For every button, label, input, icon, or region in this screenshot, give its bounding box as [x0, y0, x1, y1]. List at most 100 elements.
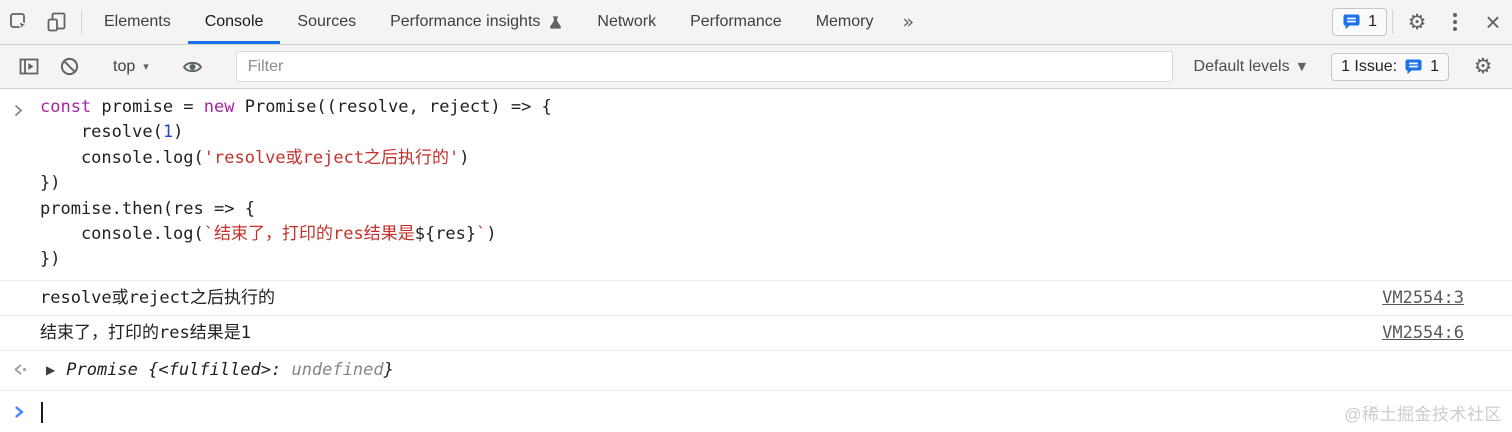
- code-token: {: [148, 359, 159, 380]
- console-settings-button[interactable]: ⚙: [1464, 56, 1502, 77]
- console-message-row: resolve或reject之后执行的 VM2554:3: [0, 281, 1512, 316]
- javascript-context-dropdown[interactable]: top ▾: [103, 58, 159, 76]
- code-token: undefined: [291, 359, 384, 380]
- close-devtools-button[interactable]: ×: [1474, 0, 1512, 44]
- more-tabs-button[interactable]: »: [890, 0, 926, 44]
- result-object-preview[interactable]: Promise {<fulfilled>: undefined}: [66, 358, 394, 382]
- tab-label: Memory: [815, 13, 874, 30]
- code-token: }): [40, 249, 61, 270]
- prompt-chevron-icon: [14, 405, 24, 419]
- eye-icon: [183, 61, 203, 72]
- clear-icon: [60, 57, 78, 76]
- flask-icon: [550, 15, 562, 29]
- source-location-link[interactable]: VM2554:6: [1382, 322, 1464, 343]
- filter-input[interactable]: [235, 51, 1173, 82]
- tab-network[interactable]: Network: [580, 0, 673, 44]
- input-echo-gutter: [0, 95, 40, 273]
- spacer: [926, 0, 1332, 44]
- chevron-right-icon: [14, 104, 23, 117]
- console-input-echo: const promise = new Promise((resolve, re…: [0, 89, 1512, 281]
- expand-triangle-icon[interactable]: ▶: [46, 362, 56, 377]
- devtools-tab-bar: Elements Console Sources Performance insigh…: [0, 0, 1512, 45]
- code-line: const promise = new Promise((resolve, re…: [40, 95, 552, 120]
- messages-count: 1: [1368, 13, 1377, 30]
- text-cursor: [41, 401, 43, 423]
- code-line: console.log(`结束了，打印的res结果是${res}`): [40, 222, 552, 247]
- toggle-device-toolbar-button[interactable]: [38, 0, 76, 44]
- code-token: console.log(: [40, 147, 204, 168]
- tab-console[interactable]: Console: [187, 0, 281, 44]
- tab-memory[interactable]: Memory: [799, 0, 891, 44]
- code-line: resolve(1): [40, 120, 552, 145]
- tab-label: Console: [204, 13, 264, 30]
- clear-console-button[interactable]: [50, 56, 88, 77]
- code-token: ): [173, 122, 184, 143]
- close-icon: ×: [1485, 7, 1501, 37]
- kebab-menu-icon: [1453, 13, 1457, 31]
- context-label: top: [113, 57, 136, 75]
- inspect-cursor-icon: [10, 13, 30, 33]
- divider: [81, 10, 82, 34]
- echoed-code: const promise = new Promise((resolve, re…: [40, 95, 552, 273]
- tab-label: Performance: [690, 13, 782, 30]
- code-token: promise.then(res => {: [40, 198, 255, 219]
- code-line: console.log('resolve或reject之后执行的'): [40, 146, 552, 171]
- code-token: ): [486, 224, 497, 245]
- tab-label: Network: [597, 13, 657, 30]
- code-token: Promise((resolve, reject) => {: [234, 97, 552, 117]
- console-log-area: const promise = new Promise((resolve, re…: [0, 89, 1512, 432]
- device-toolbar-icon: [47, 12, 66, 32]
- console-messages-badge-button[interactable]: 1: [1332, 8, 1387, 36]
- create-live-expression-button[interactable]: [174, 57, 212, 77]
- chat-bubble-icon: [1343, 14, 1360, 30]
- code-token: const: [40, 97, 92, 117]
- code-token: :: [270, 359, 292, 380]
- more-tabs-icon: »: [902, 11, 915, 33]
- return-value-icon: [12, 363, 29, 376]
- tab-performance-insights[interactable]: Performance insights: [373, 0, 580, 44]
- code-token: promise =: [91, 97, 204, 117]
- code-token: console.log(: [40, 224, 204, 245]
- issues-button[interactable]: 1 Issue: 1: [1331, 52, 1449, 81]
- code-token: ${res}: [414, 224, 477, 245]
- settings-button[interactable]: ⚙: [1398, 0, 1436, 44]
- divider: [1392, 10, 1393, 34]
- issues-count: 1: [1430, 57, 1439, 75]
- tab-strip: Elements Console Sources Performance insigh…: [87, 0, 890, 44]
- more-options-button[interactable]: [1436, 0, 1474, 44]
- code-line: }): [40, 171, 552, 196]
- code-token: new: [203, 97, 235, 117]
- inspect-element-button[interactable]: [0, 0, 38, 44]
- code-token: ): [459, 147, 470, 168]
- code-token: Promise: [66, 359, 149, 380]
- console-toolbar: top ▾ Default levels ▼ 1 Issue: 1: [0, 45, 1512, 89]
- tab-performance[interactable]: Performance: [673, 0, 799, 44]
- log-levels-dropdown[interactable]: Default levels ▼: [1184, 58, 1317, 76]
- chat-bubble-icon: [1405, 59, 1422, 74]
- evaluation-result-row: ▶ Promise {<fulfilled>: undefined}: [0, 351, 1512, 391]
- tab-label: Elements: [104, 13, 171, 30]
- console-prompt[interactable]: [0, 391, 1512, 423]
- message-text: resolve或reject之后执行的: [40, 287, 276, 308]
- chevron-down-icon: ▾: [143, 60, 149, 73]
- gear-icon: ⚙: [1407, 9, 1427, 34]
- source-location-link[interactable]: VM2554:3: [1382, 287, 1464, 308]
- code-token: resolve(: [40, 122, 163, 143]
- tab-sources[interactable]: Sources: [280, 0, 373, 44]
- gear-icon: ⚙: [1473, 54, 1493, 78]
- issues-label: 1 Issue:: [1341, 57, 1398, 75]
- code-token: <fulfilled>: [158, 359, 271, 380]
- tab-elements[interactable]: Elements: [87, 0, 188, 44]
- code-token: }): [40, 173, 61, 194]
- tab-label: Sources: [297, 13, 357, 30]
- code-token: `: [476, 224, 487, 245]
- message-text: 结束了，打印的res结果是1: [40, 322, 251, 343]
- code-token: 1: [162, 122, 174, 143]
- code-token: 'resolve或reject之后执行的': [203, 147, 460, 168]
- tab-label: Performance insights: [390, 13, 541, 30]
- chevron-down-icon: ▼: [1297, 60, 1307, 73]
- show-console-sidebar-button[interactable]: [10, 56, 48, 77]
- console-sidebar-icon: [19, 58, 39, 75]
- code-line: }): [40, 247, 552, 272]
